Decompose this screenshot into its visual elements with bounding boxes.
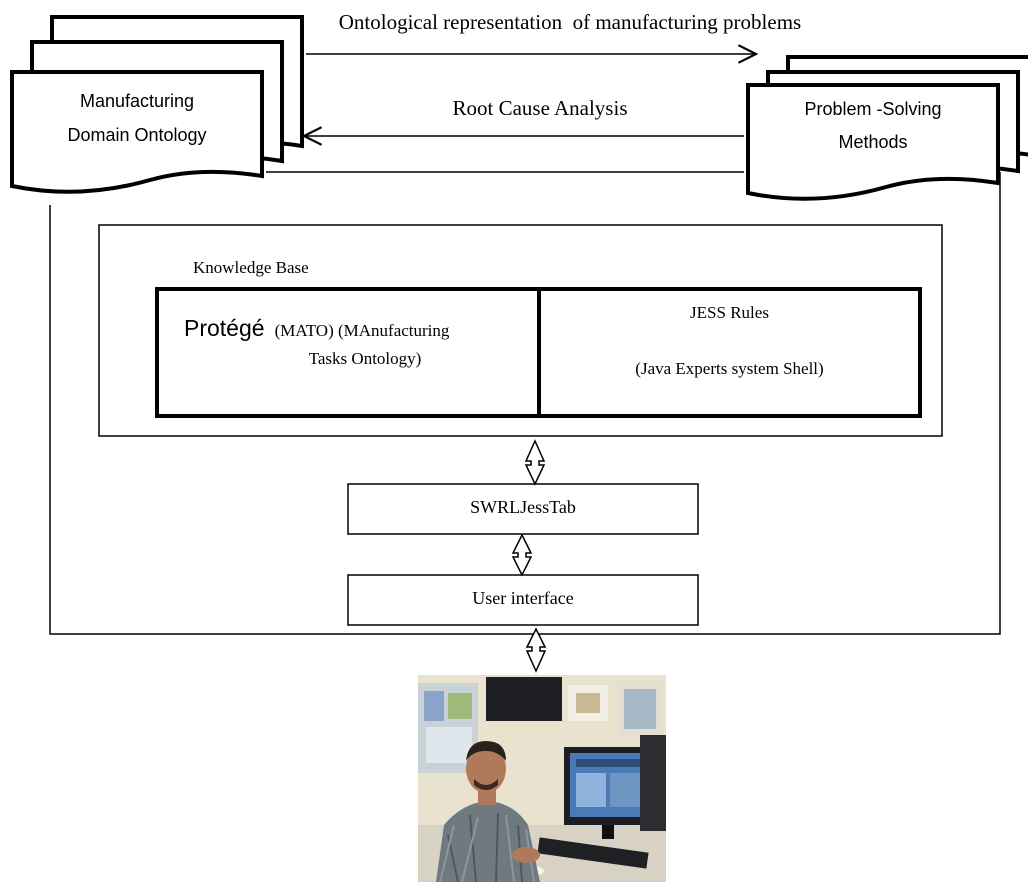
knowledge-base-title: Knowledge Base [193,258,309,277]
bidirectional-arrow-swrl-ui [511,533,533,577]
mato-label: (MATO) (MAnufacturing [274,321,450,340]
manufacturing-ontology-label-line1: Manufacturing [79,91,195,111]
user-photo [418,675,666,882]
jess-rules-subtitle: (Java Experts system Shell) [635,359,824,378]
problem-solving-methods-document [746,55,1028,201]
ontological-representation-label: Ontological representation of manufactur… [338,10,802,34]
jess-rules-box [537,287,922,418]
root-cause-analysis-label: Root Cause Analysis [452,96,628,120]
problem-solving-methods-label-line1: Problem -Solving [804,99,942,119]
knowledge-base-frame [98,224,943,437]
manufacturing-ontology-document [10,15,304,194]
problem-solving-methods-label-line2: Methods [838,132,908,152]
manufacturing-ontology-label-line2: Domain Ontology [67,125,207,145]
swrljesstab-box [347,483,699,535]
bidirectional-arrow-ui-user [525,627,547,673]
user-interface-label: User interface [472,588,574,608]
swrljesstab-label: SWRLJessTab [470,497,576,517]
user-interface-box [347,574,699,626]
protege-description-line1: Protégé (MATO) (MAnufacturing [184,315,449,342]
system-boundary [49,172,1001,635]
bidirectional-arrow-kb-swrl [524,439,546,486]
user-photo-illustration [418,675,666,882]
jess-rules-title: JESS Rules [690,303,769,322]
protege-description-line2: Tasks Ontology) [308,349,422,368]
protege-name: Protégé [184,315,265,341]
